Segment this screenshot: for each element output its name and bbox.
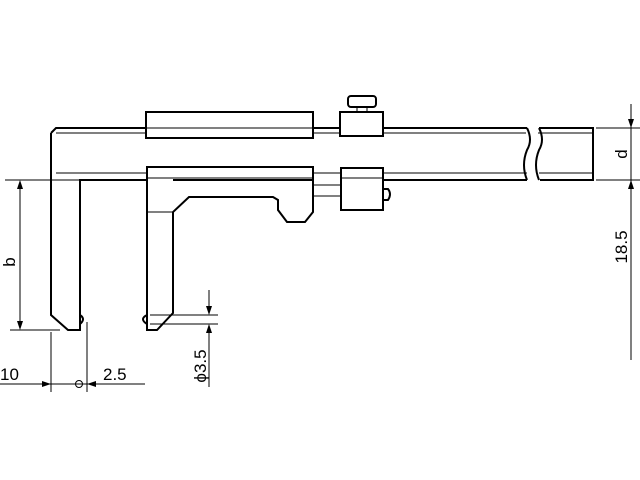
dimension-10-2.5: 10 2.5 bbox=[0, 322, 145, 392]
dimension-d-18.5: d 18.5 bbox=[596, 104, 640, 360]
dimension-b: b bbox=[0, 179, 140, 331]
center-circle-icon bbox=[75, 380, 83, 388]
dimension-label-2.5: 2.5 bbox=[103, 365, 127, 384]
upper-slider bbox=[145, 95, 384, 139]
fixed-jaw-tip bbox=[79, 314, 84, 325]
dimension-label-phi3.5: ϕ3.5 bbox=[191, 349, 210, 382]
fixed-jaw bbox=[50, 133, 146, 331]
dimension-label-b: b bbox=[0, 257, 19, 266]
dimension-label-18.5: 18.5 bbox=[612, 230, 631, 263]
lock-screw-housing bbox=[339, 111, 384, 137]
break-line bbox=[523, 127, 543, 181]
fine-adjust-housing bbox=[340, 167, 384, 211]
dimension-phi3.5: ϕ3.5 bbox=[150, 290, 218, 387]
sliding-jaw-tip bbox=[142, 314, 148, 325]
dimension-label-d: d bbox=[612, 149, 631, 158]
main-beam bbox=[50, 127, 594, 181]
sliding-jaw bbox=[142, 166, 391, 331]
dimension-label-10: 10 bbox=[0, 365, 19, 384]
lock-screw-knob-icon bbox=[347, 95, 377, 108]
